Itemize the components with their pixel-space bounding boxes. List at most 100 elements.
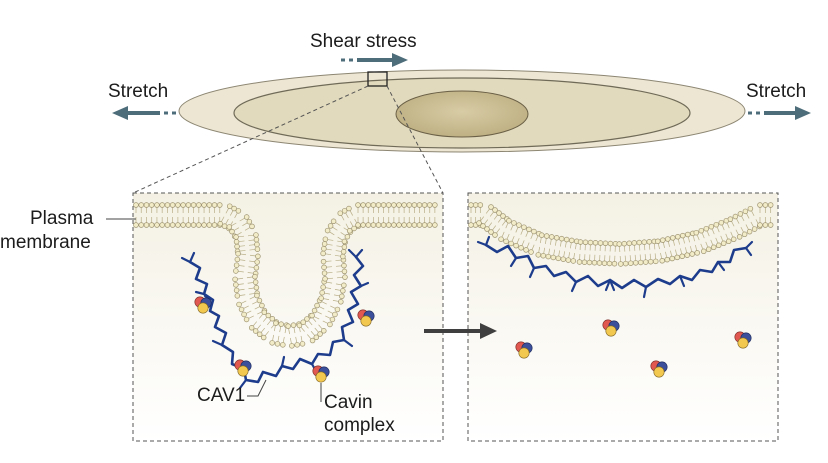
lipid-head [329,316,336,323]
lipid-head [528,249,534,255]
lipid-head [718,219,725,226]
lipid-head [238,306,245,313]
lipid-head [254,292,260,299]
cav1-oligomer [484,243,748,290]
plasma-membrane-left [133,202,438,349]
lipid-head [246,218,253,225]
lipid-head [540,252,547,259]
lipid-head [693,229,700,236]
cavin-complex [312,365,330,383]
lipid-head [500,213,506,219]
lipid-head [185,222,192,228]
stretch-left-label: Stretch [108,81,168,102]
lipid-head [621,240,628,247]
lipid-head [742,208,749,215]
lipid-head [365,222,372,228]
lipid-head [248,325,255,331]
lipid-head [233,239,240,245]
lipid-head [217,221,224,227]
lipid-head [154,202,160,208]
cav1-spike [476,240,488,247]
lipid-head [234,256,241,263]
lipid-head [543,233,550,239]
lipid-head [526,226,532,233]
lipid-head [516,222,522,228]
panel-right-frame [467,192,779,442]
lipid-head [341,238,348,245]
lipid-head [401,222,407,228]
lipid-head [746,228,753,235]
lipid-head [309,337,316,344]
lipid-head [138,222,144,228]
cav1-spike [203,294,215,302]
cav1-spike [354,248,364,259]
lipid-head [421,222,428,228]
lipid-head [175,222,181,228]
lipid-head [416,202,423,208]
cav1-spike [570,280,578,293]
lipid-head [476,220,482,226]
lipid-head [143,222,150,228]
lipid-head [159,222,165,228]
lipid-head [375,202,382,208]
lipid-head [201,202,207,208]
lipid-head [694,250,700,256]
lipid-head [632,260,639,266]
lipid-head [370,202,377,208]
cavin-complex-label-line1: Cavin [324,392,373,413]
lipid-head [421,202,428,208]
cavin-complexes-right [515,319,752,378]
lipid-head [190,202,197,208]
plasma-membrane-label-line1: Plasma [30,208,94,229]
lipid-head [558,235,565,242]
lipid-head [698,227,705,234]
lipid-head [411,202,418,208]
lipid-head [700,248,707,255]
lipid-head [148,222,155,228]
lipid-head [659,258,665,264]
lipid-head [675,233,681,240]
lipid-head [254,241,260,248]
lipid-head [427,222,433,228]
lipid-head [602,240,609,247]
lipid-head [607,240,614,247]
lipid-head [386,202,392,208]
lipid-head [576,259,583,265]
lipid-head [285,323,291,329]
shear-stress-label: Shear stress [310,31,417,52]
lipid-head [180,202,186,208]
lipid-head [339,293,345,300]
lipid-head [355,202,361,208]
lipid-head [427,202,433,208]
lipid-head [631,240,638,246]
lipid-head [660,237,666,243]
lipid-head [626,240,633,247]
lipid-head [720,240,727,247]
lipid-head [148,202,155,208]
lipid-head [143,202,150,208]
lipid-head [727,216,734,222]
lipid-head [346,228,353,234]
lipid-head [327,223,334,229]
lipid-head [154,222,160,228]
lipid-head [317,331,323,337]
lipid-head [321,264,327,271]
panel-caveola-flattened [467,192,779,442]
cav1-coat-right [476,235,754,299]
lipid-head [206,222,213,228]
lipid-head [684,252,690,258]
lipid-head [596,260,603,266]
lipid-head [253,232,259,238]
cav1-spike [642,285,648,299]
lipid-head [233,282,239,288]
lipid-head [647,258,654,265]
lipid-head [211,222,218,228]
lipid-head [391,202,397,208]
lipid-head [232,276,238,283]
cavin-complex [734,331,752,349]
lipid-head [337,210,344,216]
lipid-head [159,202,165,208]
lipid-head [133,222,139,228]
lipid-head [164,222,171,228]
